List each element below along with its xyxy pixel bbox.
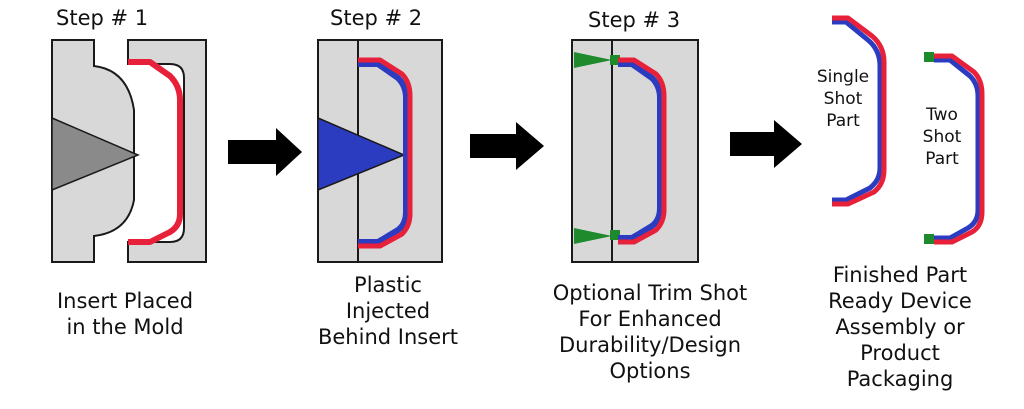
step3-caption: Optional Trim Shot For Enhanced Durabili… xyxy=(520,280,780,384)
step3-plastic-layer xyxy=(618,61,663,241)
two-shot-part-insert xyxy=(934,53,985,245)
step3-top-trim-gate xyxy=(574,52,612,68)
step1-mold xyxy=(51,39,207,263)
step3-mold-block xyxy=(571,39,699,263)
step3-caption-line: Optional Trim Shot xyxy=(552,281,748,305)
two-shot-part-plastic xyxy=(934,57,981,241)
finished-caption-line: Finished Part xyxy=(832,263,968,287)
step1-insert xyxy=(128,59,183,245)
step2-insert xyxy=(358,57,413,249)
arrow-step2-to-step3 xyxy=(470,122,544,170)
single-shot-label-line: Part xyxy=(826,111,860,131)
step1-title: Step # 1 xyxy=(56,6,149,30)
arrow-step3-to-finished xyxy=(730,120,802,168)
step2-mold xyxy=(317,39,443,263)
finished-caption-line: Product xyxy=(860,341,940,365)
finished-caption-line: Packaging xyxy=(846,367,954,391)
two-shot-label-line: Shot xyxy=(922,127,962,147)
arrow-step1-to-step2 xyxy=(228,128,302,176)
finished-caption-line: Ready Device xyxy=(828,289,972,313)
single-shot-part-plastic xyxy=(832,19,883,203)
step2-caption-line: Behind Insert xyxy=(317,325,459,349)
two-shot-label-line: Two xyxy=(926,105,958,125)
step2-caption: Plastic Injected Behind Insert xyxy=(288,272,488,350)
finished-caption-line: Assembly or xyxy=(835,315,965,339)
step3-mold xyxy=(571,39,699,263)
step3-caption-line: Durability/Design xyxy=(558,333,742,357)
step1-injection-cone xyxy=(51,116,140,192)
step3-caption-line: For Enhanced xyxy=(578,307,722,331)
single-shot-part xyxy=(832,15,887,207)
step2-injection-cone xyxy=(317,116,406,192)
single-shot-label-line: Single xyxy=(816,67,870,87)
single-shot-label: Single Shot Part xyxy=(808,66,878,132)
single-shot-part-insert xyxy=(832,15,887,207)
step3-caption-line: Options xyxy=(609,359,691,383)
step2-title: Step # 2 xyxy=(330,6,423,30)
step3-bottom-trim-cap xyxy=(610,230,620,240)
two-shot-label: Two Shot Part xyxy=(912,104,972,170)
two-shot-part xyxy=(924,52,985,245)
step3-bottom-trim-gate xyxy=(574,228,612,244)
step1-caption: Insert Placed in the Mold xyxy=(20,288,230,340)
step1-caption-line: in the Mold xyxy=(66,315,184,339)
step2-caption-line: Injected xyxy=(345,299,431,323)
step3-top-trim-cap xyxy=(610,55,620,65)
two-shot-part-bottom-trim xyxy=(924,234,934,244)
finished-caption: Finished Part Ready Device Assembly or P… xyxy=(790,262,1010,392)
step2-caption-line: Plastic xyxy=(354,273,422,297)
step2-plastic-layer xyxy=(358,61,409,245)
single-shot-label-line: Shot xyxy=(823,89,863,109)
two-shot-label-line: Part xyxy=(925,149,959,169)
step1-caption-line: Insert Placed xyxy=(56,289,194,313)
two-shot-part-top-trim xyxy=(924,52,934,62)
step3-title: Step # 3 xyxy=(588,8,681,32)
step3-insert xyxy=(618,57,667,245)
